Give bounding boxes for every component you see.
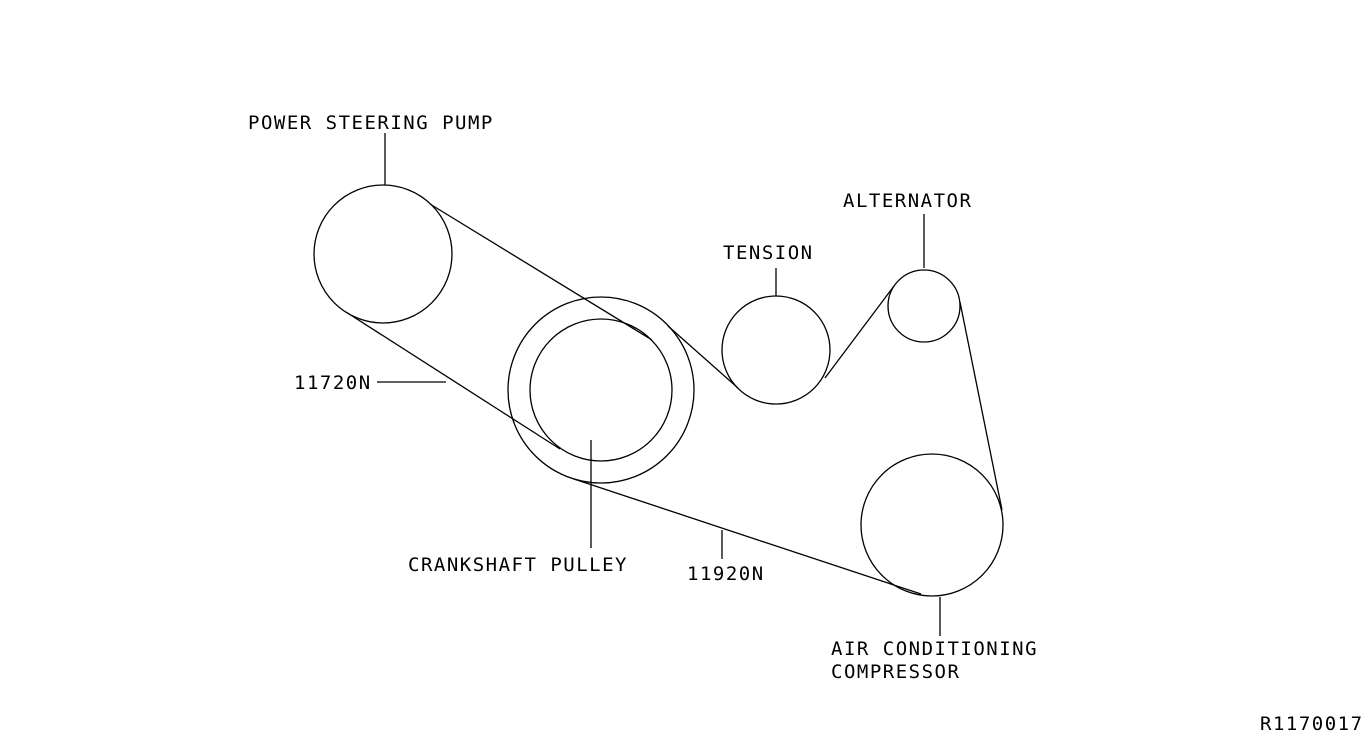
belt-11920n [573,285,1003,595]
tension-label: TENSION [723,242,814,264]
alternator-pulley [887,269,961,343]
belt-11920n-label: 11920N [687,563,765,585]
power-steering-pump-label: POWER STEERING PUMP [248,112,494,134]
crankshaft-pulley-label: CRANKSHAFT PULLEY [408,554,628,576]
figure-code: R1170017 [1260,713,1364,735]
alternator-label: ALTERNATOR [843,190,972,212]
crankshaft-pulley-inner [529,318,673,462]
tension-pulley [721,295,831,405]
air-conditioning-compressor-pulley [860,453,1004,597]
crankshaft-pulley-outer [507,296,695,484]
compressor-label: COMPRESSOR [831,661,960,683]
belt-11720n [345,203,653,450]
power-steering-pump-pulley [313,184,453,324]
belt-11720n-label: 11720N [294,372,372,394]
air-conditioning-label: AIR CONDITIONING [831,638,1038,660]
